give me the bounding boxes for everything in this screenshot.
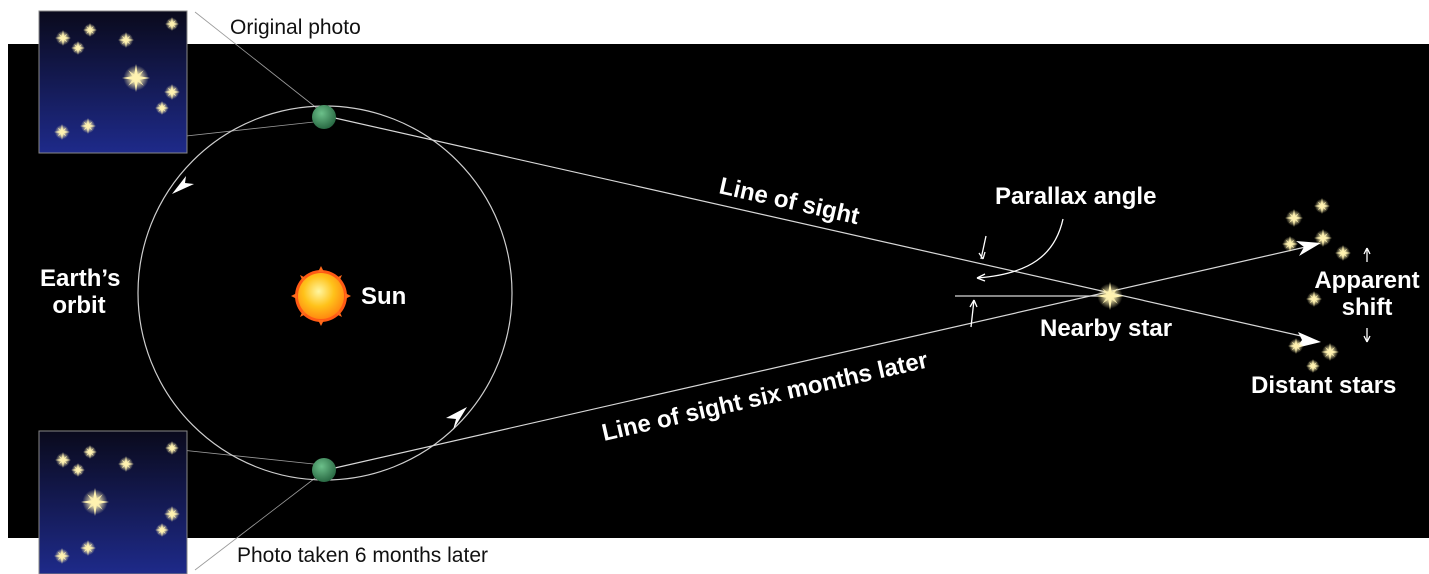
- star-icon: [80, 540, 96, 556]
- star-icon: [164, 84, 180, 100]
- apparent-shift-marker: [1363, 247, 1371, 343]
- star-icon: [55, 30, 71, 46]
- star-icon: [80, 118, 96, 134]
- star-icon: [71, 463, 85, 477]
- earths-orbit-label-line1: Earth’s: [40, 265, 121, 292]
- photo-stars-top: [54, 17, 180, 140]
- apparent-shift-label-line1: Apparent: [1314, 267, 1420, 294]
- star-icon: [83, 23, 97, 37]
- star-icon: [1096, 282, 1124, 310]
- sight-arrow-icon: [1296, 241, 1321, 256]
- star-icon: [1306, 359, 1320, 373]
- star-icon: [71, 41, 85, 55]
- star-icon: [1306, 291, 1322, 307]
- photo-stars-bottom: [54, 441, 180, 564]
- orbit-arrow-icon: [446, 407, 467, 430]
- distant-stars-icon: [1282, 198, 1351, 373]
- later-photo-caption: Photo taken 6 months later: [237, 544, 488, 567]
- sun-label: Sun: [361, 283, 407, 310]
- star-icon: [54, 124, 70, 140]
- star-icon: [81, 488, 109, 516]
- star-icon: [1314, 229, 1332, 247]
- original-photo-caption: Original photo: [230, 16, 361, 39]
- parallax-angle-marker: [969, 218, 1064, 328]
- nearby-star-label: Nearby star: [1040, 315, 1173, 342]
- lines-of-sight: [325, 115, 1311, 471]
- distant-stars-label: Distant stars: [1251, 372, 1397, 399]
- star-icon: [118, 32, 134, 48]
- apparent-shift-label-line2: shift: [1341, 294, 1393, 321]
- star-icon: [1282, 236, 1298, 252]
- earth-icon: [312, 458, 336, 482]
- space-background: [8, 44, 1429, 538]
- star-icon: [165, 17, 179, 31]
- nearby-star-icon: [1096, 282, 1124, 310]
- apparent-shift-label: Apparent shift: [1302, 267, 1429, 321]
- parallax-angle-label: Parallax angle: [995, 183, 1157, 210]
- earths-orbit-label-line2: orbit: [52, 292, 106, 319]
- star-icon: [155, 101, 169, 115]
- star-icon: [1288, 338, 1304, 354]
- star-icon: [1314, 198, 1330, 214]
- star-icon: [165, 441, 179, 455]
- earths-orbit-label: Earth’s orbit: [40, 265, 121, 319]
- star-icon: [164, 506, 180, 522]
- star-icon: [155, 523, 169, 537]
- star-icon: [83, 445, 97, 459]
- earth-icon: [312, 105, 336, 129]
- star-icon: [55, 452, 71, 468]
- star-icon: [1321, 343, 1339, 361]
- star-icon: [54, 548, 70, 564]
- star-icon: [118, 456, 134, 472]
- star-icon: [1335, 245, 1351, 261]
- sun-icon: [291, 266, 351, 326]
- star-icon: [122, 64, 150, 92]
- star-icon: [1285, 209, 1303, 227]
- orbit-arrow-icon: [172, 176, 194, 194]
